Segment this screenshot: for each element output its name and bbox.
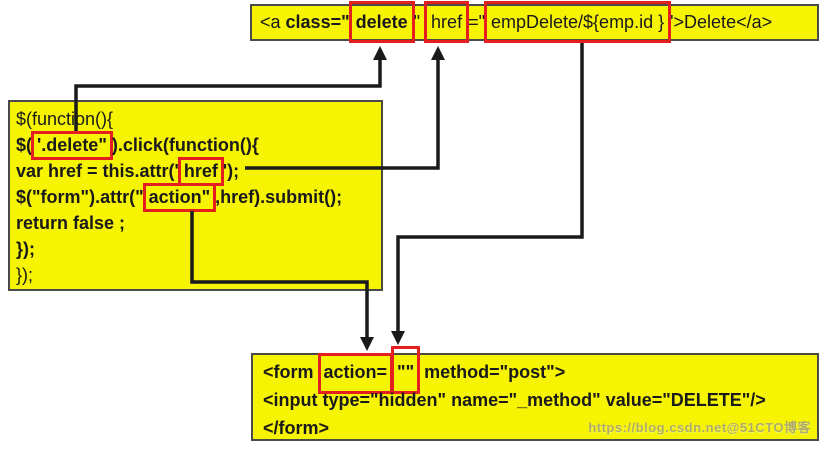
code-text: class=" (285, 12, 350, 32)
code-text: ,href).submit(); (215, 187, 343, 207)
code-text: $(function(){ (16, 109, 114, 129)
highlight-box: delete (348, 1, 415, 43)
code-text: <form (263, 362, 319, 382)
code-line: }); (16, 236, 381, 262)
code-line: }); (16, 262, 381, 288)
arrow-empdelete-url-to-form-action-value (391, 43, 584, 345)
jquery-script-code-box: $(function(){$('.delete").click(function… (8, 100, 383, 291)
code-text: </form> (263, 418, 330, 438)
code-line: return false ; (16, 210, 381, 236)
code-text: return false ; (16, 213, 126, 233)
code-text: }); (16, 239, 35, 259)
code-line: $("form").attr("action",href).submit(); (16, 183, 381, 212)
code-text: $( (16, 135, 33, 155)
code-text: <a (260, 12, 286, 32)
code-line: var href = this.attr('href'); (16, 157, 381, 186)
code-text: =" (468, 12, 485, 32)
code-text: '>Delete</a> (670, 12, 773, 32)
code-text: ).click(function(){ (111, 135, 259, 155)
html-anchor-code-box: <a class="delete" href="empDelete/${emp.… (250, 1, 819, 43)
code-text: var href = this.attr(' (16, 161, 179, 181)
code-line: <a class="delete" href="empDelete/${emp.… (260, 1, 817, 43)
code-text: method="post"> (419, 362, 566, 382)
code-line: <form action="" method="post"> (263, 346, 817, 394)
highlight-box: action= (317, 353, 394, 394)
code-line: </form> (263, 414, 817, 442)
code-text: " (413, 12, 426, 32)
highlight-box: action" (142, 183, 217, 212)
highlight-box: href (424, 1, 470, 43)
code-line: $(function(){ (16, 106, 381, 132)
highlight-box: '.delete" (31, 131, 113, 160)
watermark: https://blog.csdn.net@51CTO博客 (588, 420, 811, 435)
code-text: '); (222, 161, 240, 181)
code-line: $('.delete").click(function(){ (16, 131, 381, 160)
html-form-code-box: https://blog.csdn.net@51CTO博客 <form acti… (251, 346, 819, 442)
code-line: <input type="hidden" name="_method" valu… (263, 386, 817, 414)
highlight-box: empDelete/${emp.id } (483, 1, 672, 43)
highlight-box: "" (391, 346, 421, 394)
code-text: }); (16, 265, 34, 285)
code-text: $("form").attr(" (16, 187, 144, 207)
code-text: <input type="hidden" name="_method" valu… (263, 390, 766, 410)
highlight-box: href (177, 157, 224, 186)
